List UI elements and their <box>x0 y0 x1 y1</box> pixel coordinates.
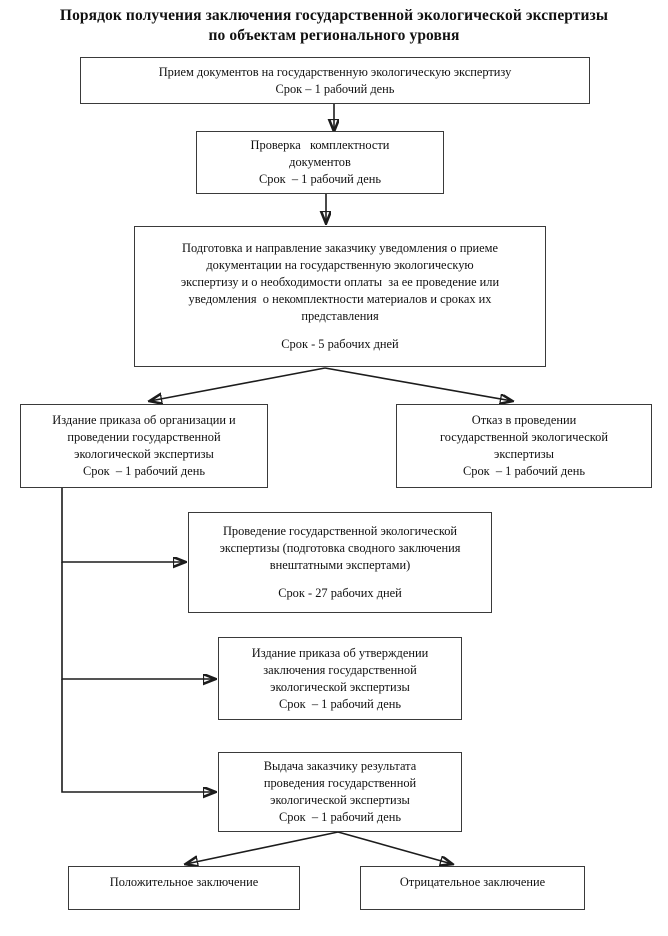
node-order-organize-line-3: экологической экспертизы <box>74 447 214 461</box>
node-order-approve-line-4: Срок – 1 рабочий день <box>278 696 401 711</box>
edge-order-organize-to-expertise <box>61 488 185 562</box>
edge-delivery-to-positive <box>186 831 339 864</box>
node-delivery-line-3: экологической экспертизы <box>270 793 410 807</box>
node-refusal-line-1: Отказ в проведении <box>471 413 577 427</box>
node-order-approve-line-3: экологической экспертизы <box>270 679 410 694</box>
node-refusal[interactable]: Отказ в проведении государственной эколо… <box>396 404 652 488</box>
node-order-approve-line-1: Издание приказа об утверждении <box>251 645 429 660</box>
node-order-organize-line-2: проведении государственной <box>67 430 221 444</box>
edge-order-organize-to-delivery <box>61 679 215 792</box>
node-refusal-line-4: Срок – 1 рабочий день <box>462 464 585 478</box>
node-refusal-line-3: экспертизы <box>494 447 554 461</box>
node-expertise-line-3: внештатными экспертами) <box>269 558 411 572</box>
node-delivery-line-2: проведения государственной <box>263 776 417 790</box>
node-delivery-line-4: Срок – 1 рабочий день <box>278 810 401 824</box>
node-completeness-check[interactable]: Проверка комплектности документов Срок –… <box>196 131 444 194</box>
node-order-approve[interactable]: Издание приказа об утверждении заключени… <box>218 637 462 720</box>
node-notification-line-3: экспертизу и о необходимости оплаты за е… <box>180 275 500 289</box>
node-expertise[interactable]: Проведение государственной экологической… <box>188 512 492 613</box>
node-order-approve-line-2: заключения государственной <box>263 662 417 677</box>
node-notification[interactable]: Подготовка и направление заказчику уведо… <box>134 226 546 367</box>
edge-notification-to-refusal <box>324 367 512 401</box>
page-title-line-2: по объектам регионального уровня <box>208 27 460 44</box>
node-delivery-line-1: Выдача заказчику результата <box>263 759 417 773</box>
node-order-organize-line-4: Срок – 1 рабочий день <box>82 464 205 478</box>
page-title-line-1: Порядок получения заключения государстве… <box>59 7 609 24</box>
node-notification-line-2: документации на государственную экологич… <box>206 258 474 272</box>
node-completeness-check-line-1: Проверка комплектности <box>250 138 390 152</box>
edge-notification-to-order-organize <box>150 367 326 401</box>
node-expertise-line-2: экспертизы (подготовка сводного заключен… <box>219 541 461 555</box>
node-delivery[interactable]: Выдача заказчику результата проведения г… <box>218 752 462 832</box>
node-order-organize-line-1: Издание приказа об организации и <box>52 413 236 427</box>
node-positive-conclusion[interactable]: Положительное заключение <box>68 866 300 910</box>
node-expertise-line-1: Проведение государственной экологической <box>222 524 458 538</box>
node-intake[interactable]: Прием документов на государственную экол… <box>80 57 590 104</box>
node-order-organize[interactable]: Издание приказа об организации и проведе… <box>20 404 268 488</box>
node-intake-line-2: Срок – 1 рабочий день <box>275 81 395 96</box>
node-expertise-term: Срок - 27 рабочих дней <box>278 586 402 600</box>
node-completeness-check-line-2: документов <box>289 155 351 169</box>
node-completeness-check-line-3: Срок – 1 рабочий день <box>258 172 381 186</box>
node-notification-line-1: Подготовка и направление заказчику уведо… <box>182 241 498 255</box>
node-notification-term: Срок - 5 рабочих дней <box>281 337 399 351</box>
node-intake-line-1: Прием документов на государственную экол… <box>158 64 512 79</box>
edge-delivery-to-negative <box>337 831 452 864</box>
node-positive-conclusion-label: Положительное заключение <box>109 875 259 889</box>
node-notification-line-4: уведомления о некомплектности материалов… <box>188 292 492 306</box>
node-notification-line-5: представления <box>301 309 379 323</box>
node-negative-conclusion[interactable]: Отрицательное заключение <box>360 866 585 910</box>
node-negative-conclusion-label: Отрицательное заключение <box>399 875 546 889</box>
node-refusal-line-2: государственной экологической <box>440 430 608 444</box>
page-title: Порядок получения заключения государстве… <box>20 6 648 46</box>
